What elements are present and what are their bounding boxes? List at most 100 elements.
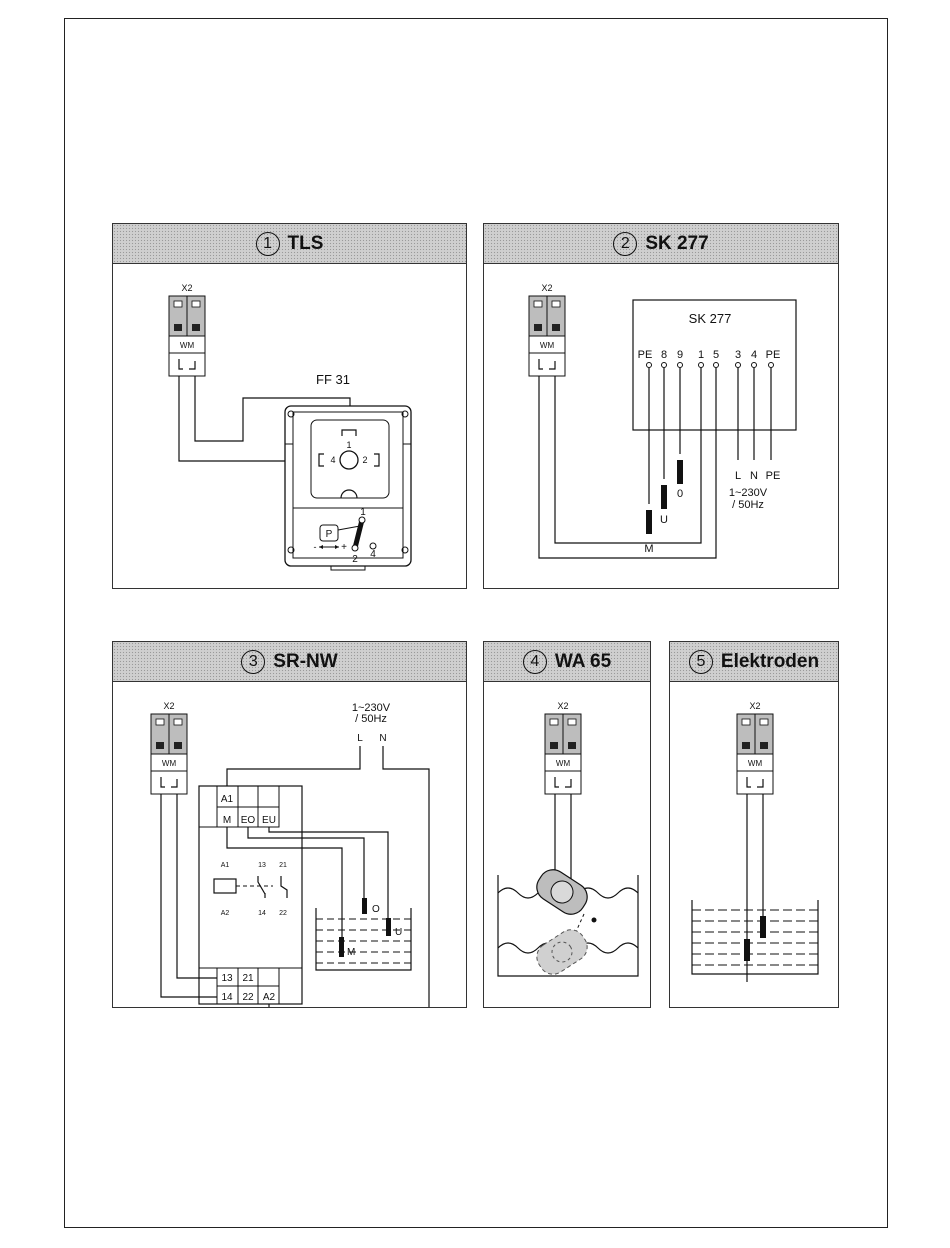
box-label: SK 277: [689, 311, 732, 326]
relay-22: 22: [279, 910, 287, 917]
terminal-block-x2: X2 WM: [169, 283, 205, 376]
cell-14: 14: [221, 992, 233, 1003]
pin-2-label: 2: [362, 455, 367, 465]
float-cable: [555, 794, 571, 882]
cell-13: 13: [221, 973, 233, 984]
supply-frequency: / 50Hz: [355, 713, 387, 725]
pin-label-1: 1: [698, 349, 704, 361]
sr-nw-diagram: X2 WM 1~230V / 50Hz L N A1 M: [113, 682, 466, 1007]
pin-label-8: 8: [661, 349, 667, 361]
cell-m: M: [223, 815, 231, 826]
device-label: FF 31: [316, 372, 350, 387]
terminal-label: X2: [557, 701, 568, 711]
switch-plus: +: [341, 542, 347, 553]
supply-voltage: 1~230V: [729, 487, 768, 499]
tls-diagram: X2 WM FF 31: [113, 264, 466, 588]
cell-eo: EO: [241, 815, 256, 826]
panel-sr-nw: 3 SR-NW X2 WM 1~230V / 50Hz L N: [112, 641, 467, 1008]
panel-number: 5: [689, 650, 713, 674]
panel-title: SR-NW: [273, 651, 337, 673]
elektroden-diagram: X2 WM: [670, 682, 838, 1007]
panel-elektroden: 5 Elektroden X2 WM: [669, 641, 839, 1008]
page-frame: [64, 18, 888, 1228]
panel-title: TLS: [288, 233, 324, 255]
pin-1-label: 1: [346, 440, 351, 450]
relay-21: 21: [279, 862, 287, 869]
terminal-label: X2: [749, 701, 760, 711]
output-n-label: N: [750, 470, 758, 482]
switch-p-label: P: [326, 529, 333, 540]
probe-m: [646, 510, 652, 534]
panel-sk277: 2 SK 277 X2 WM SK 277 PE 8 9 1 5 3: [483, 223, 839, 589]
probe-o-label: 0: [677, 488, 683, 500]
ff31-device: 1 4 2 P 1 2 4 - +: [285, 406, 411, 570]
probe-o: [677, 460, 683, 484]
relay-a1: A1: [221, 862, 230, 869]
wm-label: WM: [556, 759, 571, 768]
panel-number: 1: [256, 232, 280, 256]
electrode-high: [760, 916, 766, 938]
wm-label: WM: [748, 759, 763, 768]
tank-with-float: [498, 864, 638, 979]
cell-22: 22: [242, 992, 254, 1003]
wire-l: [227, 746, 360, 786]
pin-label-3: 3: [735, 349, 741, 361]
relay-a2: A2: [221, 910, 230, 917]
panel-title: WA 65: [555, 651, 611, 673]
pin-label-4: 4: [751, 349, 757, 361]
panel-header: 5 Elektroden: [670, 642, 838, 682]
wm-label: WM: [162, 759, 177, 768]
terminal-label: X2: [163, 701, 174, 711]
probe-u: [386, 918, 391, 936]
wa65-diagram: X2 WM: [484, 682, 650, 1007]
pin-label-9: 9: [677, 349, 683, 361]
panel-header: 1 TLS: [113, 224, 466, 264]
panel-header: 2 SK 277: [484, 224, 838, 264]
terminal-label: X2: [541, 283, 552, 293]
panel-number: 2: [613, 232, 637, 256]
panel-tls: 1 TLS X2 WM FF 31: [112, 223, 467, 589]
output-l-label: L: [735, 470, 741, 482]
relay-14: 14: [258, 910, 266, 917]
switch-1-label: 1: [360, 507, 366, 518]
probe-m-label: M: [347, 947, 355, 958]
probe-m: [339, 937, 344, 957]
switch-4-label: 4: [370, 549, 376, 560]
terminal-block-x2: X2 WM: [545, 701, 581, 794]
panel-number: 4: [523, 650, 547, 674]
panel-header: 4 WA 65: [484, 642, 650, 682]
panel-number: 3: [241, 650, 265, 674]
cell-eu: EU: [262, 815, 276, 826]
panel-wa65: 4 WA 65 X2 WM: [483, 641, 651, 1008]
cell-21: 21: [242, 973, 254, 984]
probe-o: [362, 898, 367, 914]
water-tank: [316, 908, 411, 970]
terminal-block-x2: X2 WM: [737, 701, 773, 794]
panel-header: 3 SR-NW: [113, 642, 466, 682]
terminal-label: X2: [181, 283, 192, 293]
line-n-label: N: [379, 733, 386, 744]
line-l-label: L: [357, 733, 363, 744]
pin-4-label: 4: [330, 455, 335, 465]
electrode-tank: [692, 900, 818, 974]
probe-u-label: U: [660, 514, 668, 526]
cell-a1: A1: [221, 794, 234, 805]
sk277-diagram: X2 WM SK 277 PE 8 9 1 5 3 4 PE: [484, 264, 838, 588]
relay-housing: A1 M EO EU A1 13 21 A2 14 22 13 21 14 22…: [199, 786, 302, 1004]
terminal-block-x2: X2 WM: [151, 701, 187, 794]
probe-u: [661, 485, 667, 509]
supply-frequency: / 50Hz: [732, 499, 764, 511]
panel-title: SK 277: [645, 233, 708, 255]
electrode-low: [744, 939, 750, 961]
probe-u-label: U: [395, 927, 402, 938]
pin-label-pe-2: PE: [766, 349, 781, 361]
terminal-block-x2: X2 WM: [529, 283, 565, 376]
cell-a2: A2: [263, 992, 276, 1003]
wm-label: WM: [180, 341, 195, 350]
panel-title: Elektroden: [721, 651, 819, 673]
pin-label-5: 5: [713, 349, 719, 361]
wm-label: WM: [540, 341, 555, 350]
switch-minus: -: [314, 542, 317, 552]
relay-13: 13: [258, 862, 266, 869]
pin-label-pe-1: PE: [638, 349, 653, 361]
